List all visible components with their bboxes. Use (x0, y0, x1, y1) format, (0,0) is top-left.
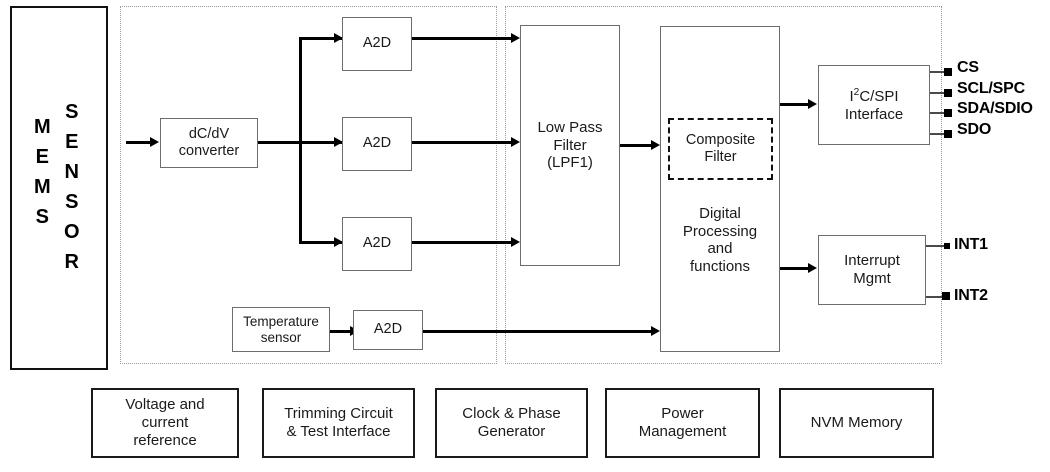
sensor-letter-o: O (64, 221, 80, 243)
pin-lead-cs (930, 71, 946, 73)
arrowhead-adc2-to-lpf (511, 137, 520, 147)
pin-square-int2 (942, 292, 950, 300)
arrowhead-lpf-to-digital (651, 140, 660, 150)
support-block-nvm-memory-label: NVM Memory (810, 414, 903, 432)
support-block-power-management: Power Management (605, 388, 760, 458)
digital-core-region (505, 6, 942, 364)
support-block-trimming-circuit-label: Trimming Circuit & Test Interface (284, 405, 393, 440)
connector-bus-to-adc-2 (299, 141, 342, 144)
digital-processing-label: Digital Processing and functions (682, 205, 758, 276)
adc-block-1: A2D (342, 17, 412, 71)
support-block-voltage-reference: Voltage and current reference (91, 388, 239, 458)
serial-interface-prefix: I (849, 87, 854, 105)
sensor-letter-e: E (65, 131, 79, 153)
temperature-adc-label: A2D (373, 321, 403, 338)
connector-temp-to-adc (330, 330, 352, 333)
sensor-letter-s2: S (65, 191, 79, 213)
pin-square-sda (944, 109, 952, 117)
pin-label-sdo: SDO (957, 121, 992, 138)
arrowhead-digital-to-interrupt (808, 263, 817, 273)
composite-filter-label: Composite Filter (685, 131, 756, 165)
connector-sensor-to-converter (126, 141, 152, 144)
adc-block-3-label: A2D (362, 235, 392, 252)
pin-square-scl (944, 89, 952, 97)
low-pass-filter-block: Low Pass Filter (LPF1) (520, 25, 620, 266)
pin-label-int1: INT1 (954, 236, 988, 253)
interrupt-management-block: Interrupt Mgmt (818, 235, 926, 305)
pin-label-scl: SCL/SPC (957, 80, 1025, 97)
mems-letters-column: M E M S (34, 112, 51, 232)
support-block-clock-phase-generator: Clock & Phase Generator (435, 388, 588, 458)
temperature-adc-block: A2D (353, 310, 423, 350)
arrowhead-bus-to-adc-3 (334, 237, 343, 247)
connector-digital-to-serial (780, 103, 812, 106)
support-block-nvm-memory: NVM Memory (779, 388, 934, 458)
mems-letter-e: E (35, 146, 49, 168)
mems-letter-m2: M (34, 176, 51, 198)
sensor-letter-r: R (64, 251, 79, 273)
connector-adc3-to-lpf (412, 241, 512, 244)
mems-letter-s: S (35, 206, 49, 228)
serial-interface-label-line1: I2C/SPI (849, 87, 898, 106)
serial-interface-superscript: 2 (853, 86, 860, 98)
connector-bus-to-adc-3 (299, 241, 342, 244)
serial-interface-block: I2C/SPI Interface (818, 65, 930, 145)
temperature-sensor-label: Temperature sensor (243, 313, 319, 345)
temperature-sensor-block: Temperature sensor (232, 307, 330, 352)
analog-front-end-region (120, 6, 497, 364)
connector-bus-to-adc-1 (299, 37, 342, 40)
connector-adc2-to-lpf (412, 141, 512, 144)
composite-filter-block: Composite Filter (668, 118, 773, 180)
adc-block-1-label: A2D (362, 35, 392, 52)
digital-processing-block: Digital Processing and functions (660, 26, 780, 352)
pin-square-cs (944, 68, 952, 76)
arrowhead-sensor-to-converter (150, 137, 159, 147)
adc-block-2-label: A2D (362, 135, 392, 152)
pin-square-sdo (944, 130, 952, 138)
connector-lpf-to-digital (620, 144, 652, 147)
arrowhead-bus-to-adc-1 (334, 33, 343, 43)
sensor-letter-s: S (65, 101, 79, 123)
low-pass-filter-label: Low Pass Filter (LPF1) (537, 118, 603, 172)
pin-lead-sda (930, 112, 946, 114)
arrowhead-temp-adc-to-digital (651, 326, 660, 336)
pin-lead-int1 (926, 245, 946, 247)
pin-label-cs: CS (957, 59, 979, 76)
support-block-voltage-reference-label: Voltage and current reference (125, 396, 205, 449)
connector-adc-bus-spine (299, 37, 302, 244)
arrowhead-digital-to-serial (808, 99, 817, 109)
mems-sensor-block: M E M S S E N S O R (10, 6, 108, 370)
pin-lead-int2 (926, 296, 946, 298)
pin-square-int1 (944, 243, 950, 249)
adc-block-3: A2D (342, 217, 412, 271)
support-block-clock-phase-generator-label: Clock & Phase Generator (462, 405, 561, 440)
sensor-letter-n: N (64, 161, 79, 183)
arrowhead-bus-to-adc-2 (334, 137, 343, 147)
mems-letter-m: M (34, 116, 51, 138)
connector-adc1-to-lpf (412, 37, 512, 40)
support-block-trimming-circuit: Trimming Circuit & Test Interface (262, 388, 415, 458)
pin-label-int2: INT2 (954, 287, 988, 304)
pin-label-sda: SDA/SDIO (957, 100, 1033, 117)
sensor-letters-column: S E N S O R (64, 97, 80, 277)
connector-digital-to-interrupt (780, 267, 812, 270)
arrowhead-adc3-to-lpf (511, 237, 520, 247)
serial-interface-label-line2: Interface (844, 105, 904, 123)
pin-lead-sdo (930, 133, 946, 135)
arrowhead-adc1-to-lpf (511, 33, 520, 43)
connector-temp-adc-to-digital (423, 330, 652, 333)
pin-lead-scl (930, 92, 946, 94)
adc-block-2: A2D (342, 117, 412, 171)
interrupt-management-label: Interrupt Mgmt (844, 252, 900, 287)
dcdv-converter-block: dC/dV converter (160, 118, 258, 168)
support-block-power-management-label: Power Management (638, 405, 727, 440)
serial-interface-suffix: C/SPI (859, 87, 899, 105)
dcdv-converter-label: dC/dV converter (178, 125, 240, 159)
connector-converter-out (258, 141, 302, 144)
